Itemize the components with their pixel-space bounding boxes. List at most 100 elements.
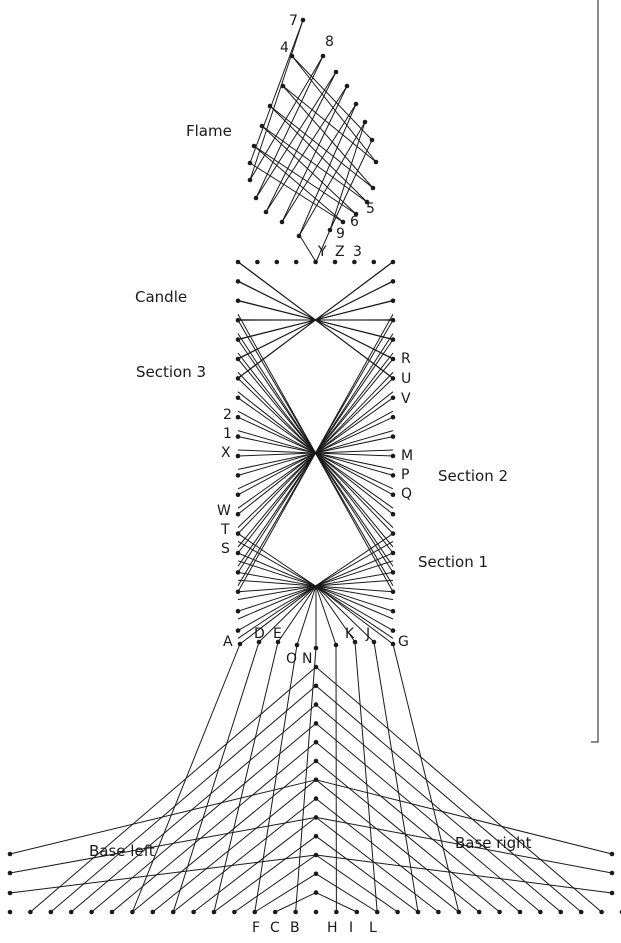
nail-point [253,910,258,915]
label-1: 1 [223,426,232,442]
candle-string [316,586,393,644]
nail-point [290,54,295,59]
base-string [316,855,612,893]
flame-string [250,56,323,180]
label-E: E [273,626,282,642]
nail-point [301,18,306,23]
nail-point [232,910,237,915]
label-T: T [220,522,230,538]
base-string [92,723,316,912]
nail-point [293,910,298,915]
nail-point [248,161,253,166]
base-string [316,723,540,912]
nail-point [391,376,396,381]
nail-point [391,609,396,614]
nail-point [610,852,615,857]
base-string [255,645,297,912]
nail-point [497,910,502,915]
nail-point [236,570,241,575]
nail-point [295,643,300,648]
title-base-left: Base left [89,842,155,860]
nail-point [281,84,286,89]
label-V: V [401,391,411,407]
flame-string [300,236,316,262]
nail-point [110,910,115,915]
nail-point [334,910,339,915]
label-L: L [369,920,377,936]
nail-point [236,318,241,323]
nail-point [375,910,380,915]
label-9: 9 [336,226,345,242]
nail-point [610,871,615,876]
flame-string [282,104,356,222]
nail-point [391,434,396,439]
label-O: O [286,651,297,667]
nail-point [252,144,257,149]
nail-point [236,493,241,498]
base-string [30,667,316,912]
label-7: 7 [289,13,298,29]
nail-point [372,640,377,645]
nail-point [294,260,299,265]
nail-point [314,665,319,670]
label-H: H [327,920,338,936]
label-N: N [302,651,312,667]
nail-point [391,570,396,575]
nail-point [130,910,135,915]
nail-point [391,531,396,536]
base-string [316,836,418,912]
string-lines [10,20,612,912]
panel-frame [591,0,598,742]
base-string [255,874,316,912]
nail-point [354,102,359,107]
label-D: D [254,626,265,642]
label-R: R [401,351,411,367]
nail-point [28,910,33,915]
base-string [316,667,602,912]
nail-point [236,512,241,517]
nail-point [236,434,241,439]
nail-point [345,84,350,89]
nail-point [477,910,482,915]
base-string [296,648,316,912]
nail-point [49,910,54,915]
label-M: M [401,448,413,464]
nail-point [236,551,241,556]
nail-point [236,473,241,478]
nail-point [518,910,523,915]
nail-point [314,910,319,915]
nail-point [579,910,584,915]
nail-point [8,871,13,876]
nail-point [236,376,241,381]
nail-point [370,138,375,143]
nail-point [391,415,396,420]
title-section-2: Section 2 [438,467,508,485]
flame-string [250,20,303,163]
nail-point [391,454,396,459]
nail-point [391,512,396,517]
nail-point [391,642,396,647]
nail-point [273,910,278,915]
nail-point [314,646,319,651]
nail-point [416,910,421,915]
label-X: X [221,445,231,461]
label-K: K [345,626,355,642]
nail-point [238,642,243,647]
flame-string [292,56,372,140]
label-S: S [221,541,230,557]
nail-point [355,910,360,915]
nail-point [191,910,196,915]
label-P: P [401,467,409,483]
flame-string [254,146,356,214]
nail-point [321,54,326,59]
nail-point [69,910,74,915]
base-string [173,799,316,912]
nail-point [212,910,217,915]
nail-point [8,891,13,896]
nail-point [236,454,241,459]
nail-points [8,18,621,915]
nail-point [391,493,396,498]
nail-point [236,299,241,304]
nail-point [559,910,564,915]
